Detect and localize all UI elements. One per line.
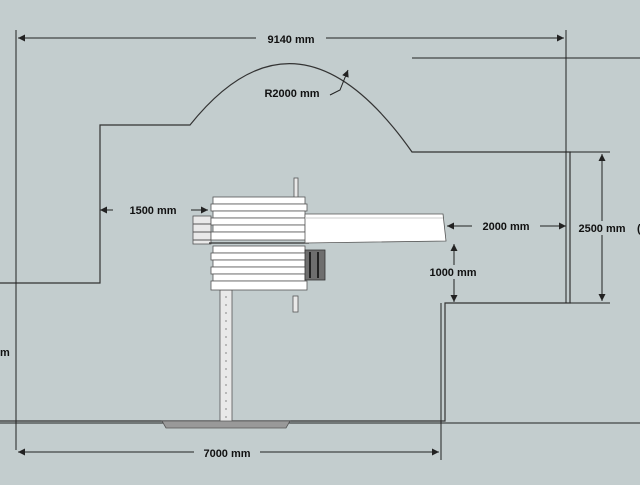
radius-label: R2000 mm: [264, 88, 319, 100]
playset-icon: [161, 177, 447, 429]
overall-width-label: 9140 mm: [267, 34, 314, 46]
climbing-wall-icon: [304, 249, 326, 281]
radius-leader: [329, 69, 349, 96]
slide-clearance-label: 2000 mm: [482, 221, 529, 233]
swing-beam-icon: [161, 289, 291, 429]
slide-icon: [304, 213, 447, 244]
ladder-icon: [192, 215, 212, 245]
safety-zone-outline: [0, 63, 571, 422]
left-clearance-label: 1500 mm: [129, 205, 176, 217]
left-cut-label: m: [0, 347, 10, 359]
base-width-label: 7000 mm: [203, 448, 250, 460]
right-cut-label: (: [637, 223, 640, 235]
depth-label: 2500 mm: [578, 223, 625, 235]
slide-height-label: 1000 mm: [429, 267, 476, 279]
